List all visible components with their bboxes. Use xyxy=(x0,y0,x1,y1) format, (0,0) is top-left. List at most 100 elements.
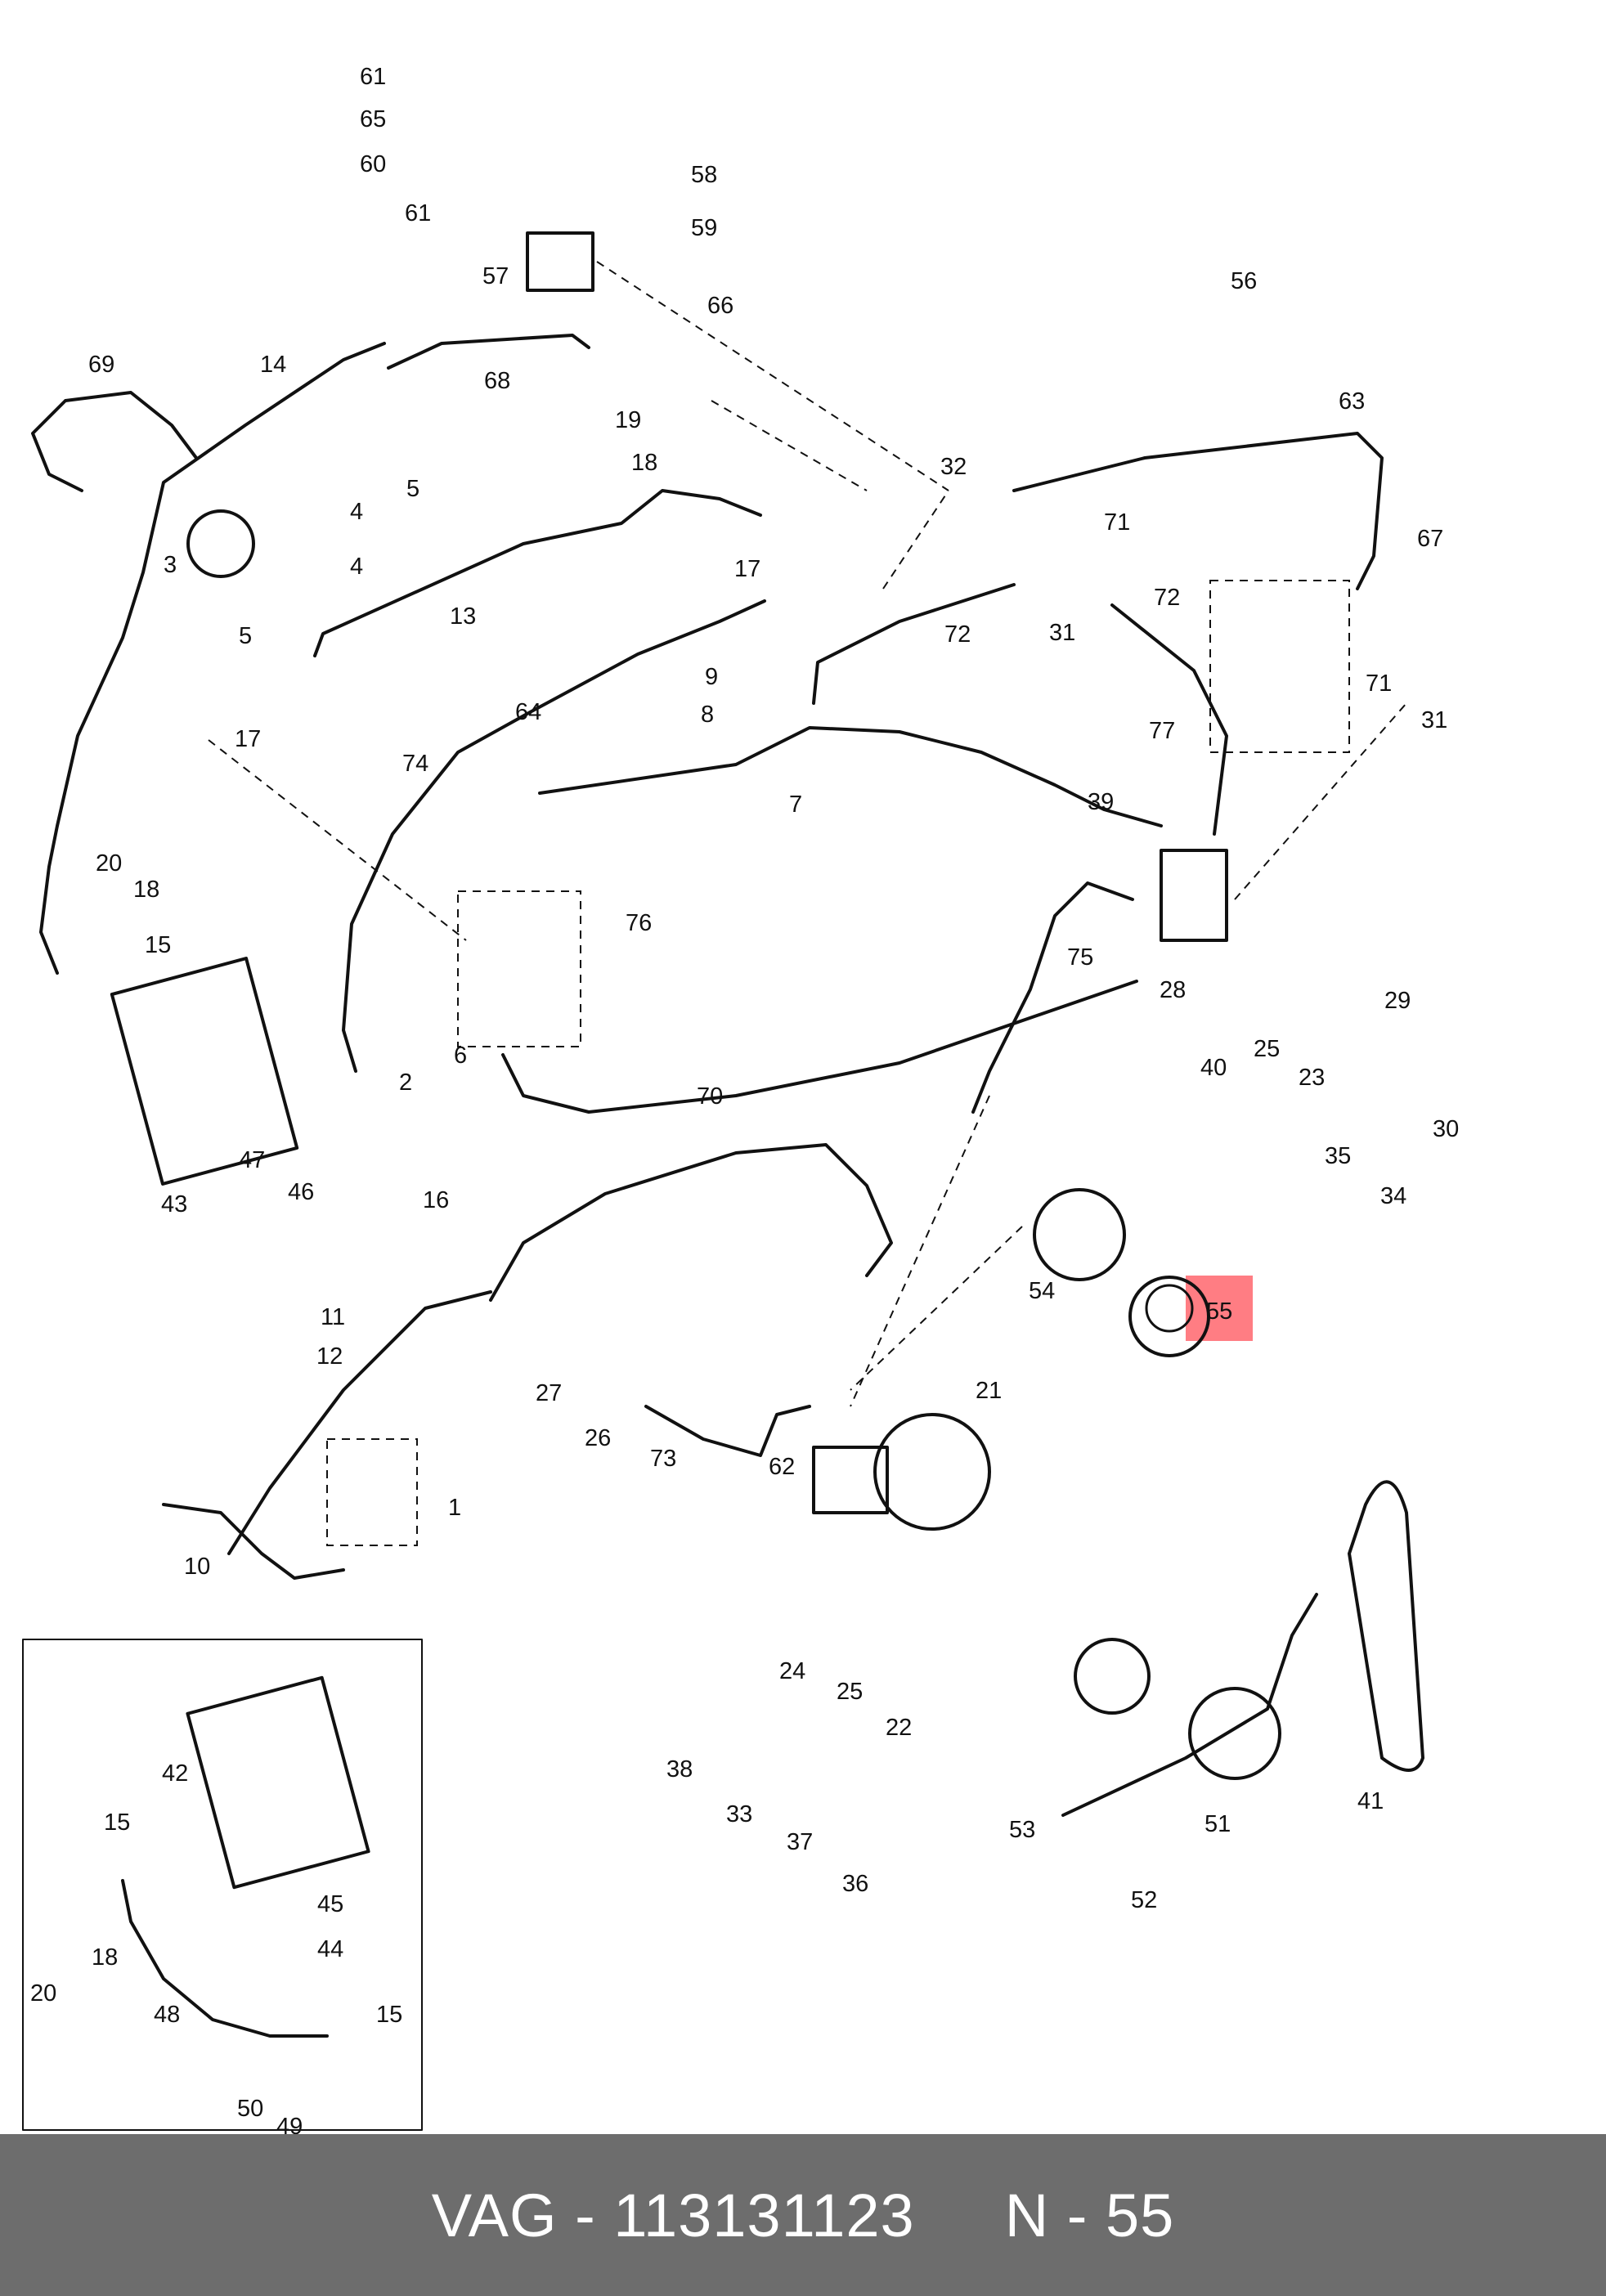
callout-label: 9 xyxy=(705,664,718,690)
callout-label: 6 xyxy=(454,1043,467,1069)
callout-label: 15 xyxy=(145,932,171,958)
callout-label: 19 xyxy=(615,407,641,433)
hose-75 xyxy=(971,881,1134,1114)
separator: - xyxy=(557,2181,614,2249)
part-55-ring xyxy=(1128,1276,1210,1357)
callout-label: 58 xyxy=(691,162,717,188)
callout-label: 18 xyxy=(92,1944,118,1971)
callout-label: 31 xyxy=(1421,707,1447,733)
callout-label: 24 xyxy=(779,1658,805,1684)
part-55-ring-inner xyxy=(1145,1284,1194,1333)
line-10b xyxy=(227,1290,492,1555)
callout-label: 3 xyxy=(164,552,177,578)
bracket-51 xyxy=(1061,1593,1318,1817)
callout-label: 25 xyxy=(1254,1036,1280,1062)
phantom-part-c xyxy=(326,1438,418,1546)
callout-label: 48 xyxy=(154,2002,180,2028)
callout-label: 54 xyxy=(1029,1278,1055,1304)
callout-label: 34 xyxy=(1380,1183,1406,1209)
callout-label: 74 xyxy=(402,751,428,777)
dashed-line-f xyxy=(850,1095,990,1407)
line-11 xyxy=(489,1143,893,1302)
callout-label: 16 xyxy=(423,1187,449,1213)
callout-label: 52 xyxy=(1131,1887,1157,1913)
callout-label: 13 xyxy=(450,603,476,630)
callout-label: 1 xyxy=(448,1495,461,1521)
callout-label: 50 xyxy=(237,2096,263,2122)
position-number: 55 xyxy=(1105,2181,1175,2249)
dashed-line-e xyxy=(1234,702,1407,900)
callout-label: 23 xyxy=(1299,1065,1325,1091)
callout-label: 60 xyxy=(360,151,386,177)
pump-21 xyxy=(873,1413,991,1531)
callout-label: 72 xyxy=(944,621,971,648)
exploded-parts-diagram: 61 65 60 61 58 59 57 66 56 69 14 68 63 3… xyxy=(22,64,1459,2134)
callout-label: 70 xyxy=(697,1083,723,1110)
callout-label: 5 xyxy=(239,623,252,649)
callout-label: 20 xyxy=(96,850,122,877)
phantom-part-b xyxy=(1209,580,1350,753)
callout-label: 40 xyxy=(1200,1055,1227,1081)
line-48 xyxy=(121,1879,329,2038)
callout-label: 37 xyxy=(787,1829,813,1855)
callout-label: 8 xyxy=(701,702,714,728)
callout-label: 22 xyxy=(886,1715,912,1741)
hose-68 xyxy=(387,334,590,370)
callout-label: 61 xyxy=(360,64,386,90)
hose-73 xyxy=(644,1405,811,1457)
valve-28 xyxy=(1160,849,1228,942)
callout-label: 20 xyxy=(30,1980,56,2007)
callout-label: 63 xyxy=(1339,388,1365,415)
hose-63 xyxy=(1012,432,1384,590)
part-reference-banner: VAG - 113131123 N - 55 xyxy=(0,2134,1606,2296)
callout-label: 68 xyxy=(484,368,510,394)
callout-label: 59 xyxy=(691,215,717,241)
callout-label: 43 xyxy=(161,1191,187,1218)
callout-label: 35 xyxy=(1325,1143,1351,1169)
valve-3 xyxy=(186,509,255,578)
callout-label: 31 xyxy=(1049,620,1075,646)
callout-label: 77 xyxy=(1149,718,1175,744)
dashed-line-d xyxy=(882,490,949,590)
callout-label: 4 xyxy=(350,499,363,525)
callout-label: 67 xyxy=(1417,526,1443,552)
callout-label: 18 xyxy=(133,877,159,903)
hose-64b xyxy=(538,726,1163,827)
callout-label: 71 xyxy=(1366,670,1392,697)
hose-64 xyxy=(342,599,766,1073)
callout-label: 69 xyxy=(88,352,114,378)
callout-label: 41 xyxy=(1357,1788,1384,1814)
callout-label: 71 xyxy=(1104,509,1130,536)
valve-57 xyxy=(526,231,594,292)
callout-label: 18 xyxy=(631,450,657,476)
callout-label: 62 xyxy=(769,1454,795,1480)
callout-label: 17 xyxy=(235,726,261,752)
hose-14 xyxy=(39,342,386,975)
callout-label: 27 xyxy=(536,1380,562,1406)
callout-label: 44 xyxy=(317,1936,343,1962)
radiator-43 xyxy=(110,957,299,1186)
callout-label: 2 xyxy=(399,1070,412,1096)
callout-label: 5 xyxy=(406,476,419,502)
callout-label: 14 xyxy=(260,352,286,378)
callout-label: 10 xyxy=(184,1554,210,1580)
callout-label: 75 xyxy=(1067,944,1093,971)
hose-70 xyxy=(501,980,1138,1114)
dashed-line-g xyxy=(850,1226,1023,1391)
inset-frame xyxy=(22,1639,423,2131)
callout-label: 30 xyxy=(1433,1116,1459,1142)
position-prefix: N xyxy=(1004,2181,1050,2249)
callout-label: 7 xyxy=(789,791,802,818)
hose-69 xyxy=(31,391,198,492)
hose-72b xyxy=(1110,603,1228,836)
callout-label: 42 xyxy=(162,1760,188,1787)
callout-label: 21 xyxy=(976,1378,1002,1404)
callout-label: 56 xyxy=(1231,268,1257,294)
callout-label: 17 xyxy=(734,556,760,582)
hose-13 xyxy=(313,489,762,657)
belt-41 xyxy=(1348,1480,1424,1772)
callout-label: 65 xyxy=(360,106,386,132)
callout-label: 45 xyxy=(317,1891,343,1917)
callout-label: 15 xyxy=(104,1809,130,1836)
callout-label: 73 xyxy=(650,1446,676,1472)
